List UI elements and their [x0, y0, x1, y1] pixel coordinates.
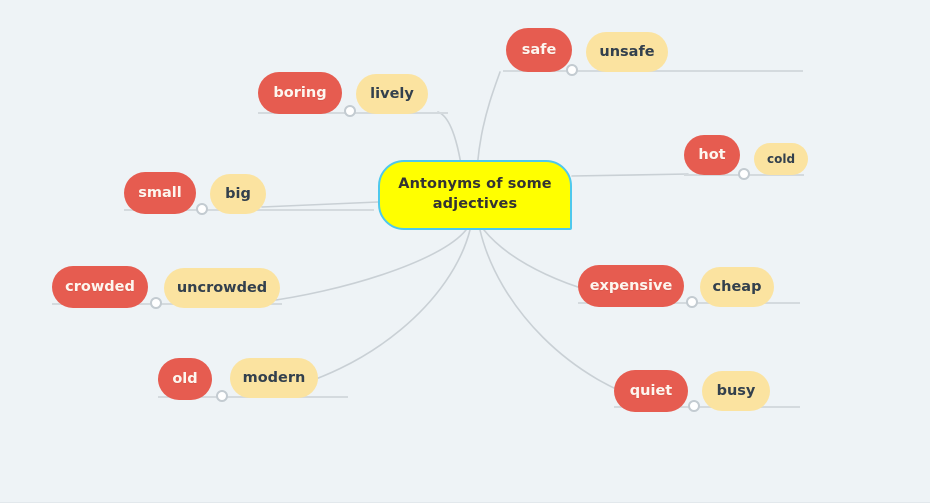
node-crowded[interactable]: crowded [52, 266, 148, 308]
connector-dot-safe-unsafe [566, 64, 578, 76]
node-unsafe-label: unsafe [599, 44, 655, 60]
edge-small [261, 201, 379, 208]
node-old-label: old [172, 371, 198, 387]
central-node[interactable]: Antonyms of some adjectives [378, 160, 572, 230]
node-crowded-label: crowded [65, 279, 135, 295]
node-expensive-label: expensive [589, 278, 673, 294]
node-big[interactable]: big [210, 174, 266, 214]
node-modern-label: modern [242, 370, 306, 386]
node-safe[interactable]: safe [506, 28, 572, 72]
node-lively-label: lively [370, 86, 414, 102]
node-modern[interactable]: modern [230, 358, 318, 398]
edge-hot [571, 173, 689, 177]
node-small-label: small [138, 185, 182, 201]
node-boring-label: boring [273, 85, 327, 101]
node-lively[interactable]: lively [356, 74, 428, 114]
connector-dot-small-big [196, 203, 208, 215]
node-safe-label: safe [521, 42, 557, 58]
connector-dot-quiet-busy [688, 400, 700, 412]
node-cheap[interactable]: cheap [700, 267, 774, 307]
node-old[interactable]: old [158, 358, 212, 400]
node-expensive[interactable]: expensive [578, 265, 684, 307]
central-node-label: Antonyms of some adjectives [398, 176, 552, 212]
edge-crowded [261, 229, 467, 303]
node-cheap-label: cheap [712, 279, 762, 295]
node-unsafe[interactable]: unsafe [586, 32, 668, 72]
node-cold[interactable]: cold [754, 143, 808, 175]
branch-underline-quiet-busy [614, 406, 800, 408]
branch-underline-crowded-uncrowded [52, 303, 282, 305]
node-busy-label: busy [716, 383, 756, 399]
node-uncrowded-label: uncrowded [176, 280, 268, 296]
connector-dot-expensive-cheap [686, 296, 698, 308]
node-boring[interactable]: boring [258, 72, 342, 114]
node-busy[interactable]: busy [702, 371, 770, 411]
node-quiet-label: quiet [629, 383, 673, 399]
node-hot-label: hot [698, 147, 726, 163]
connector-dot-crowded-uncrowded [150, 297, 162, 309]
node-uncrowded[interactable]: uncrowded [164, 268, 280, 308]
connector-dot-hot-cold [738, 168, 750, 180]
node-quiet[interactable]: quiet [614, 370, 688, 412]
connector-dot-old-modern [216, 390, 228, 402]
node-small[interactable]: small [124, 172, 196, 214]
connector-dot-boring-lively [344, 105, 356, 117]
node-big-label: big [225, 186, 251, 202]
node-hot[interactable]: hot [684, 135, 740, 175]
node-cold-label: cold [766, 152, 796, 166]
